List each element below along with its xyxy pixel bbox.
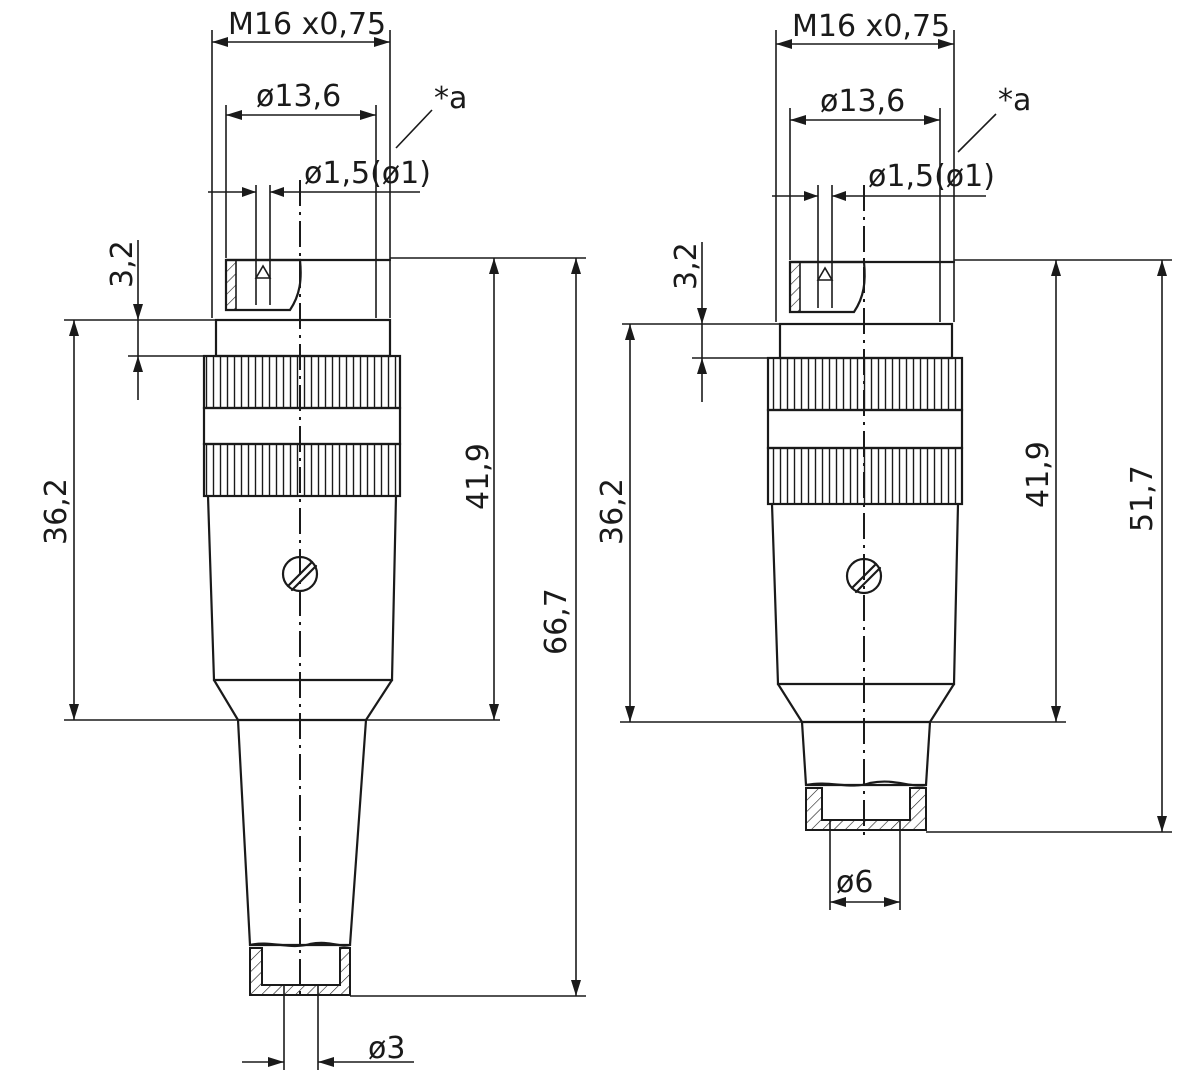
overall-length-label: 51,7 xyxy=(1125,465,1160,532)
dim-pin-left: ø1,5(ø1) xyxy=(208,156,431,197)
dim-thread-left: M16 x0,75 xyxy=(211,7,391,318)
flange-height-label: 3,2 xyxy=(105,240,140,288)
flange xyxy=(778,322,954,360)
body-length-label: 36,2 xyxy=(595,478,630,545)
pin-diameter-label: ø1,5(ø1) xyxy=(304,156,431,191)
note-left: *a xyxy=(395,81,467,149)
screw-icon xyxy=(845,557,883,595)
dim-body-left: 36,2 xyxy=(39,320,500,721)
dim-mating-right: 41,9 xyxy=(954,259,1068,722)
screw-icon xyxy=(281,555,319,593)
dim-flange-left: 3,2 xyxy=(64,240,216,400)
dim-overall-right: 51,7 xyxy=(926,259,1172,833)
knurled-ring-upper xyxy=(202,354,402,410)
dim-thread-right: M16 x0,75 xyxy=(775,9,955,322)
connector-left: M16 x0,75 ø13,6 *a ø1,5(ø1) xyxy=(39,7,586,1070)
dim-outer-diameter-right: ø13,6 xyxy=(789,84,941,322)
connector-right: M16 x0,75 ø13,6 *a ø1,5(ø1) xyxy=(595,9,1172,910)
overall-length-label: 66,7 xyxy=(539,588,574,655)
body-length-label: 36,2 xyxy=(39,478,74,545)
mating-depth-label: 41,9 xyxy=(1021,441,1056,508)
dim-cable-right: ø6 xyxy=(829,820,901,910)
note-right: *a xyxy=(957,83,1031,153)
mating-depth-label: 41,9 xyxy=(461,443,496,510)
knurled-ring-lower xyxy=(766,446,964,506)
dim-mating-left: 41,9 xyxy=(390,257,506,720)
knurled-ring-lower xyxy=(202,442,402,498)
dim-pin-right: ø1,5(ø1) xyxy=(772,159,995,201)
cable-sleeve xyxy=(800,720,932,787)
thread-label: M16 x0,75 xyxy=(792,9,950,44)
flange xyxy=(214,318,392,358)
body xyxy=(206,494,398,682)
cable-diameter-label: ø3 xyxy=(368,1031,405,1066)
thread-label: M16 x0,75 xyxy=(228,7,386,42)
socket-insert xyxy=(788,185,956,314)
dim-overall-left: 66,7 xyxy=(350,257,586,997)
cable-diameter-label: ø6 xyxy=(836,865,873,900)
flange-height-label: 3,2 xyxy=(669,242,704,290)
note-label: *a xyxy=(998,83,1031,118)
outer-diameter-label: ø13,6 xyxy=(256,79,341,114)
body xyxy=(770,502,960,686)
dim-flange-right: 3,2 xyxy=(622,242,780,402)
outer-diameter-label: ø13,6 xyxy=(820,84,905,119)
note-label: *a xyxy=(434,81,467,116)
dim-body-right: 36,2 xyxy=(595,324,1066,723)
socket-insert xyxy=(224,185,392,312)
dim-cable-left: ø3 xyxy=(242,985,414,1070)
dim-outer-diameter-left: ø13,6 xyxy=(225,79,377,318)
knurled-ring-upper xyxy=(766,356,964,412)
pin-diameter-label: ø1,5(ø1) xyxy=(868,159,995,194)
cable-sleeve xyxy=(236,718,368,947)
